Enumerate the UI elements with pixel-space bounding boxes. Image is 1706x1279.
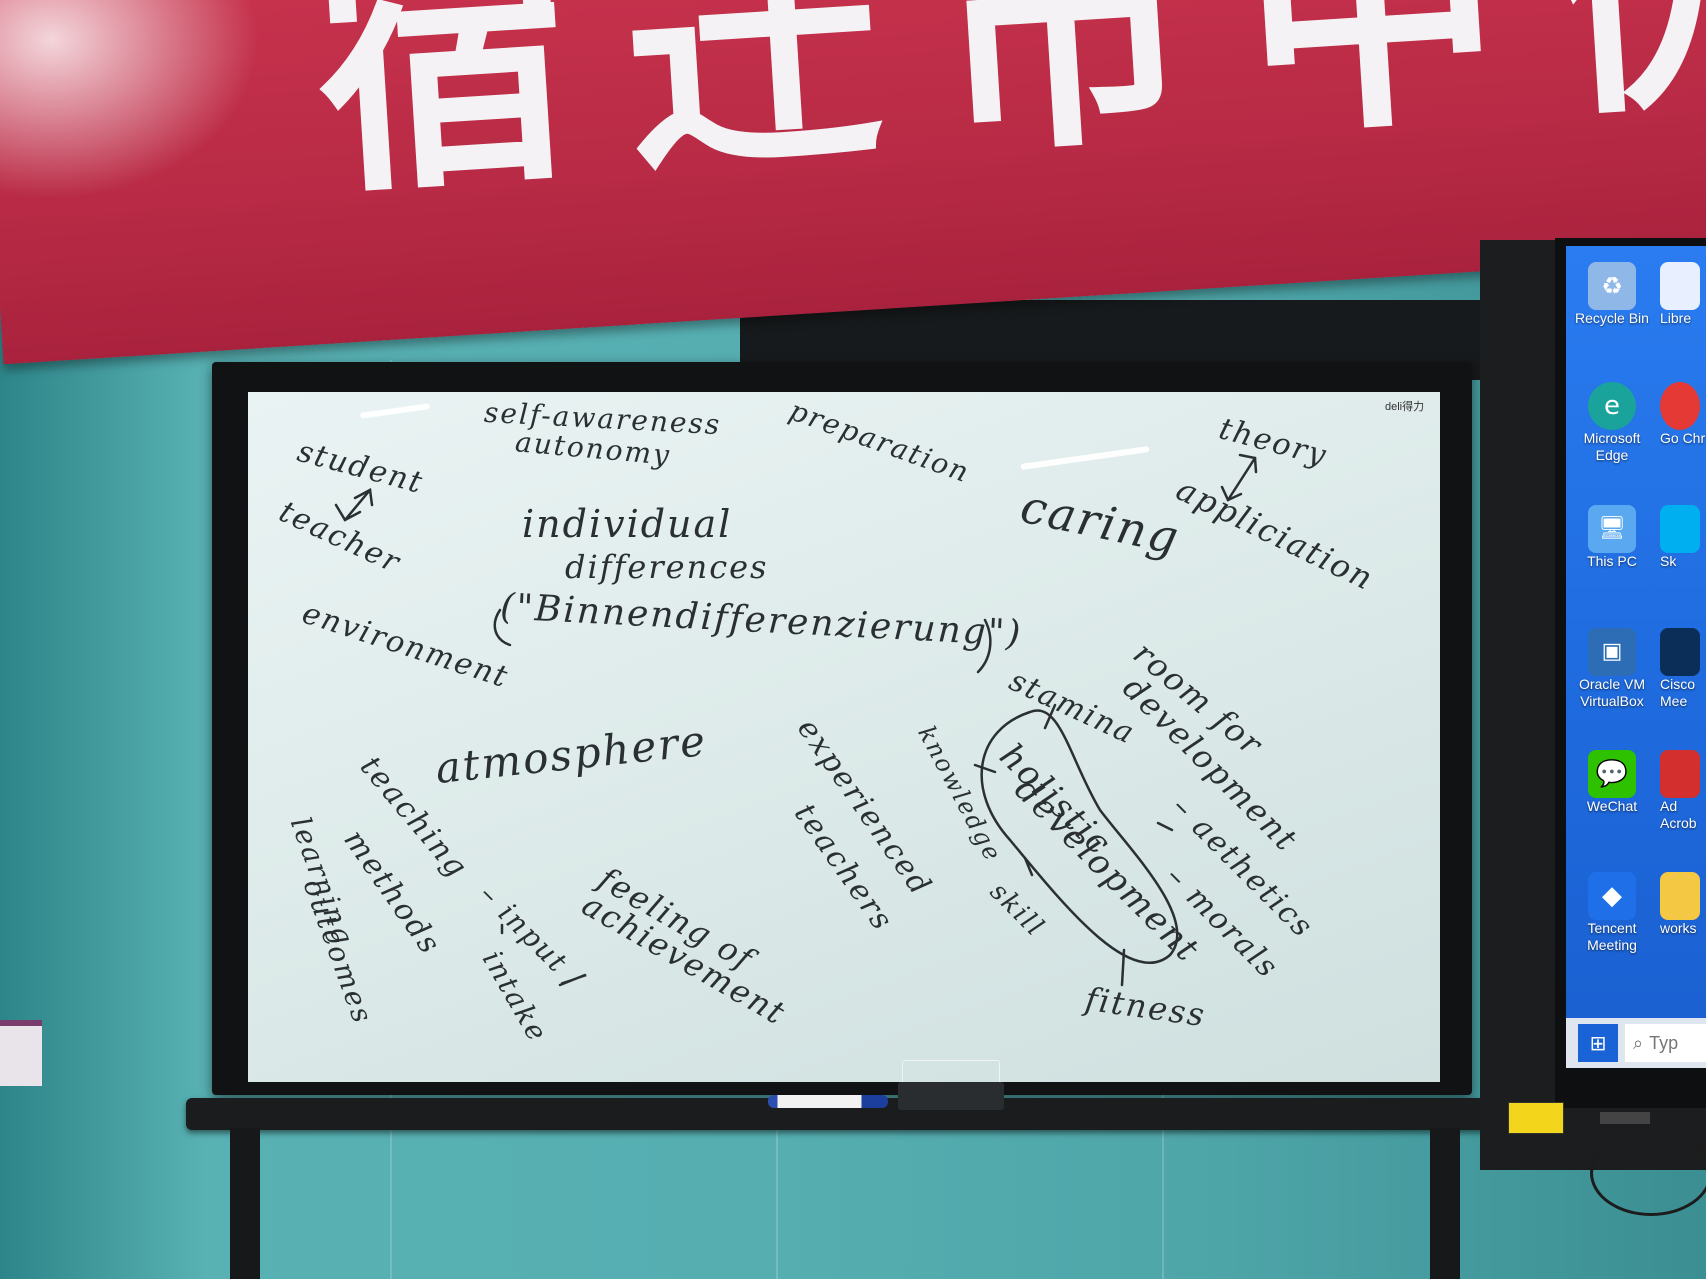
windows-logo-icon: ⊞ — [1589, 1031, 1607, 1055]
desktop-icon-label: Recycle Bin — [1575, 310, 1649, 326]
wechat-icon: 💬 — [1588, 750, 1636, 798]
warning-sticker — [1508, 1102, 1564, 1134]
eraser-holder — [902, 1060, 1000, 1084]
virtualbox-icon: ▣ — [1588, 628, 1636, 676]
desktop-icon-label: This PC — [1587, 553, 1637, 569]
whiteboard-surface — [248, 392, 1440, 1082]
search-placeholder: Typ — [1649, 1033, 1679, 1053]
whiteboard-brand: deli得力 — [1385, 401, 1425, 413]
cable — [1590, 1130, 1706, 1216]
skype-icon — [1660, 505, 1700, 553]
desktop-icon-this-pc[interactable]: 🖥 This PC — [1572, 505, 1652, 570]
edge-icon: e — [1588, 382, 1636, 430]
desktop-icon-libreoffice[interactable]: Libre — [1660, 262, 1706, 327]
desktop-icon-virtualbox[interactable]: ▣ Oracle VM VirtualBox — [1572, 628, 1652, 710]
recycle-bin-icon: ♻ — [1588, 262, 1636, 310]
search-icon: ⌕ — [1633, 1033, 1644, 1053]
desktop-icon-edge[interactable]: e Microsoft Edge — [1572, 382, 1652, 464]
whiteboard-marker[interactable] — [768, 1095, 888, 1108]
start-button[interactable]: ⊞ — [1578, 1024, 1618, 1062]
desktop-icon-wechat[interactable]: 💬 WeChat — [1572, 750, 1652, 815]
chrome-icon — [1660, 382, 1700, 430]
tencent-meeting-icon: ◆ — [1588, 872, 1636, 920]
monitor-ports — [1600, 1112, 1650, 1124]
acrobat-icon — [1660, 750, 1700, 798]
desktop-icon-webex[interactable]: Cisco Mee — [1660, 628, 1706, 710]
desktop-icon-label: WeChat — [1586, 798, 1638, 814]
folder-icon — [1660, 872, 1700, 920]
desktop-icon-label: Oracle VM VirtualBox — [1578, 676, 1646, 709]
desktop-icon-tencent-meeting[interactable]: ◆ Tencent Meeting — [1572, 872, 1652, 954]
note-differences: differences — [565, 548, 769, 586]
desktop-icon-chrome[interactable]: Go Chr — [1660, 382, 1706, 447]
banner-text: 宿迁市中优职教 — [307, 0, 1706, 230]
webex-icon — [1660, 628, 1700, 676]
desktop-icon-label: Ad Acrob — [1660, 798, 1697, 831]
desktop-icon-label: Go Chr — [1660, 430, 1706, 446]
whiteboard-leg — [1430, 1128, 1460, 1279]
libreoffice-icon — [1660, 262, 1700, 310]
desktop-icon-acrobat[interactable]: Ad Acrob — [1660, 750, 1706, 832]
whiteboard-eraser[interactable] — [898, 1082, 1004, 1110]
desktop-icon-label: Cisco Mee — [1660, 676, 1696, 709]
desktop-icon-label: Sk — [1660, 553, 1677, 569]
desktop-icon-label: works — [1660, 920, 1697, 936]
desktop-icon-label: Microsoft Edge — [1583, 430, 1641, 463]
whiteboard-leg — [230, 1128, 260, 1279]
desktop-icon-folder[interactable]: works — [1660, 872, 1706, 937]
computer-icon: 🖥 — [1588, 505, 1636, 553]
desktop-icon-label: Tencent Meeting — [1587, 920, 1637, 953]
note-individual: individual — [522, 502, 733, 546]
side-box — [0, 1020, 42, 1086]
desktop-icon-label: Libre — [1660, 310, 1692, 326]
desktop-icon-skype[interactable]: Sk — [1660, 505, 1706, 570]
taskbar-search[interactable]: ⌕Typ — [1625, 1024, 1706, 1062]
light-glare — [0, 0, 260, 200]
desktop-icon-recycle-bin[interactable]: ♻ Recycle Bin — [1572, 262, 1652, 327]
